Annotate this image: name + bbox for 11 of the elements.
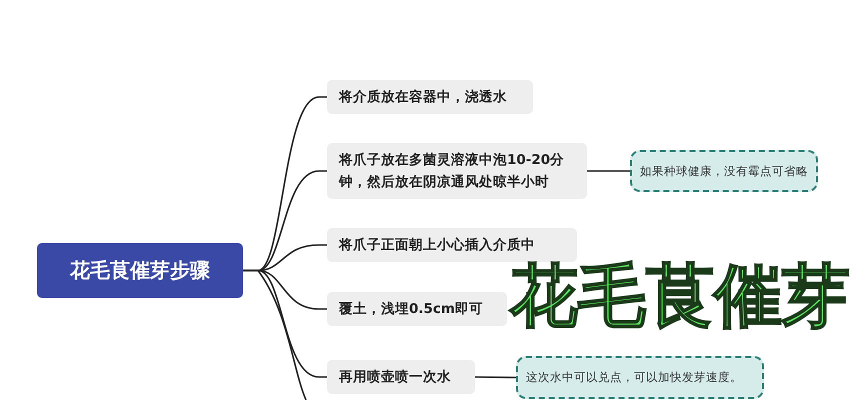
note-box: 如果种球健康，没有霉点可省略	[630, 150, 818, 192]
connector-line	[587, 170, 630, 172]
step-box: 将爪子正面朝上小心插入介质中	[327, 228, 577, 262]
step-box: 再用喷壶喷一次水	[327, 360, 475, 394]
note-box: 这次水中可以兑点，可以加快发芽速度。	[516, 356, 764, 399]
step-box: 将爪子放在多菌灵溶液中泡10-20分钟，然后放在阴凉通风处晾半小时	[327, 143, 587, 199]
step-box: 覆土，浅埋0.5cm即可	[327, 292, 507, 326]
connector-line	[243, 270, 307, 400]
step-box: 将介质放在容器中，浇透水	[327, 80, 533, 114]
topic-box: 花毛茛催芽步骤	[37, 243, 243, 298]
connector-line	[474, 376, 516, 378]
